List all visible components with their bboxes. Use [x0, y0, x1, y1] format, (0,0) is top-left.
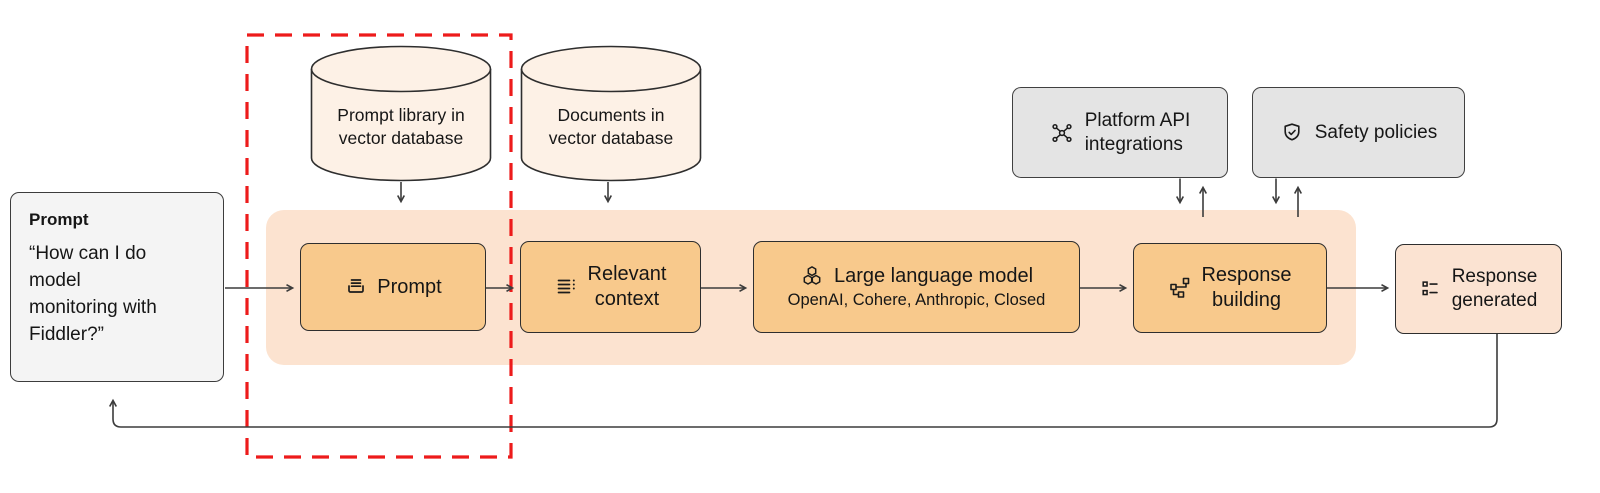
stage-response-building: Response building — [1133, 243, 1327, 333]
network-nodes-icon — [1052, 123, 1072, 142]
database-cylinder-icon — [520, 45, 702, 182]
response-generated-label: Response generated — [1451, 266, 1538, 311]
user-prompt-title: Prompt — [29, 210, 89, 229]
safety-policies-label: Safety policies — [1314, 121, 1438, 143]
user-prompt-quote: “How can I do model monitoring with Fidd… — [29, 243, 157, 345]
stage-llm-providers: OpenAI, Cohere, Anthropic, Closed — [787, 291, 1046, 309]
stage-llm-title-row: Large language model — [800, 264, 1033, 288]
response-generated-box: Response generated — [1395, 244, 1562, 334]
platform-api-integrations-box: Platform API integrations — [1012, 87, 1228, 178]
stage-response-building-label: Response building — [1201, 264, 1292, 311]
list-ellipsis-icon — [557, 279, 575, 294]
prompt-lines-icon — [348, 279, 365, 293]
prompt-library-database: Prompt library in vector database — [310, 45, 492, 182]
stage-llm-label: Large language model — [833, 264, 1034, 287]
documents-database: Documents in vector database — [520, 45, 702, 182]
stage-relevant-context-label: Relevant context — [587, 263, 667, 310]
cubes-icon — [803, 266, 821, 285]
prompt-library-label: Prompt library in vector database — [337, 105, 465, 149]
platform-api-integrations-label: Platform API integrations — [1084, 109, 1191, 155]
documents-label: Documents in vector database — [548, 105, 674, 149]
stage-prompt: Prompt — [300, 243, 486, 331]
checklist-icon — [1422, 281, 1438, 296]
safety-policies-box: Safety policies — [1252, 87, 1465, 178]
stage-prompt-label: Prompt — [377, 275, 442, 298]
stage-llm: Large language model OpenAI, Cohere, Ant… — [753, 241, 1080, 333]
user-prompt-box: Prompt “How can I do model monitoring wi… — [10, 192, 224, 382]
workflow-nodes-icon — [1170, 277, 1190, 298]
stage-relevant-context: Relevant context — [520, 241, 701, 333]
shield-check-icon — [1284, 122, 1300, 141]
